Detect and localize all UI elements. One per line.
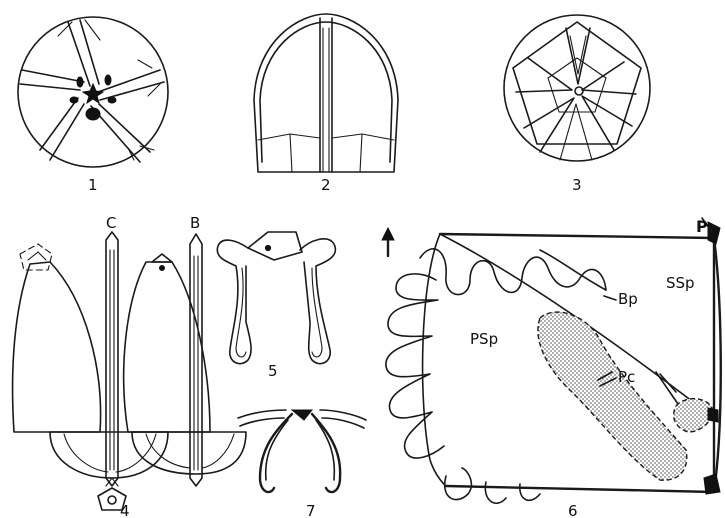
figure-5-drawing: 5 bbox=[217, 232, 335, 380]
figure-1-drawing: 1 bbox=[18, 17, 168, 194]
figure-3-drawing: 3 bbox=[504, 15, 650, 194]
fig1-number: 1 bbox=[88, 176, 98, 194]
fig4-label-b: B bbox=[190, 214, 200, 232]
fig3-number: 3 bbox=[572, 176, 582, 194]
fig5-number: 5 bbox=[268, 362, 278, 380]
fig6-pc-cap-upper bbox=[674, 399, 713, 432]
fig4-label-c: C bbox=[106, 214, 116, 232]
fig6-pc-body bbox=[538, 312, 687, 480]
fig6-label-pc: Pc bbox=[618, 368, 635, 386]
fig7-number: 7 bbox=[306, 502, 316, 518]
figure-6-drawing: P SSp Bp PSp Pc 6 bbox=[382, 217, 721, 518]
fig6-label-psp: PSp bbox=[470, 330, 498, 348]
fig6-label-ssp: SSp bbox=[666, 274, 695, 292]
figure-2-drawing: 2 bbox=[254, 14, 398, 194]
figure-7-drawing: 7 bbox=[238, 410, 366, 518]
fig6-number: 6 bbox=[568, 502, 578, 518]
fig6-label-bp: Bp bbox=[618, 290, 638, 308]
fig6-label-p: P bbox=[696, 217, 708, 236]
fig4-number: 4 bbox=[120, 502, 130, 518]
figure-4-drawing: C B 4 bbox=[13, 214, 246, 518]
fig2-number: 2 bbox=[321, 176, 331, 194]
